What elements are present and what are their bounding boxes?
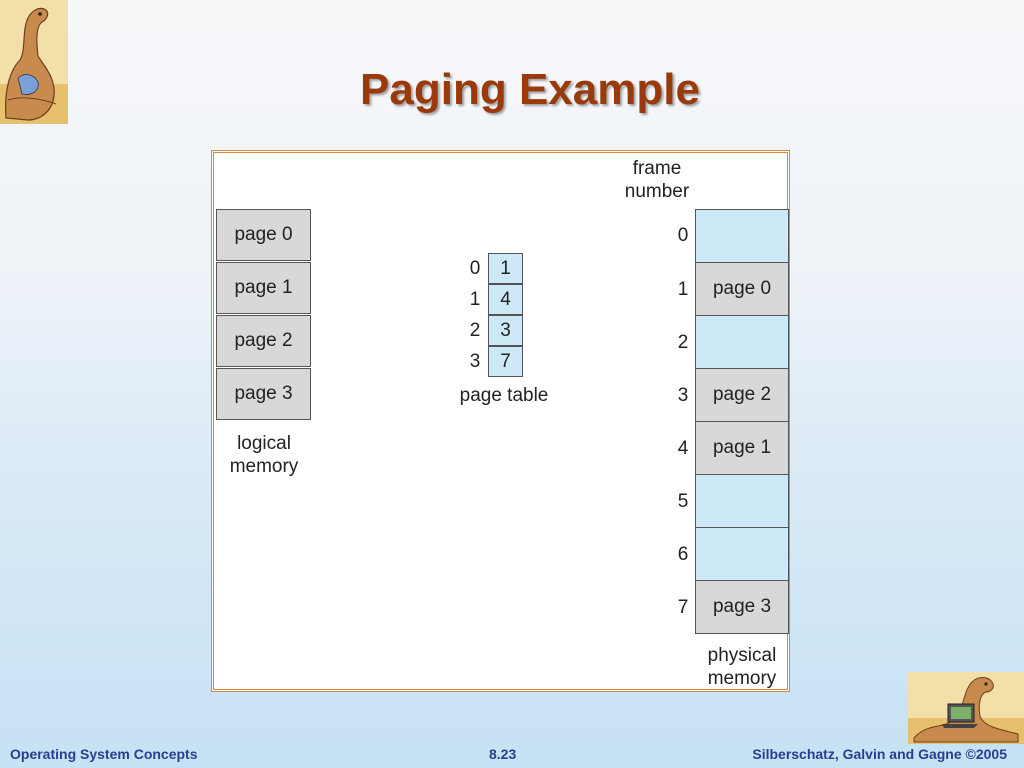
logical-memory-line2: memory	[229, 456, 299, 477]
frame-number-6: 6	[677, 544, 689, 565]
frame-number-line1: frame	[632, 158, 682, 179]
frame-number-7: 7	[677, 597, 689, 618]
physical-frame-5	[695, 474, 789, 528]
physical-frame-4: page 1	[695, 421, 789, 475]
footer-page-number: 8.23	[489, 746, 517, 762]
logical-page-0: page 0	[216, 209, 311, 261]
dinosaur-mascot-icon	[0, 0, 68, 124]
frame-number-line2: number	[624, 181, 690, 202]
page-table-entry-1: 4	[488, 284, 523, 315]
page-table-entry-0: 1	[488, 253, 523, 284]
frame-number-5: 5	[677, 491, 689, 512]
logical-page-1: page 1	[216, 262, 311, 314]
frame-number-1: 1	[677, 279, 689, 300]
physical-memory-line2: memory	[707, 668, 777, 689]
page-table-index-1: 1	[469, 288, 481, 310]
physical-frame-1: page 0	[695, 262, 789, 316]
logical-memory-label: logical memory	[214, 432, 314, 478]
dinosaur-laptop-icon	[908, 672, 1024, 744]
physical-frame-2	[695, 315, 789, 369]
frame-number-label: frame number	[602, 157, 712, 203]
page-table-index-3: 3	[469, 350, 481, 372]
physical-memory-label: physical memory	[692, 644, 792, 690]
footer-left: Operating System Concepts	[10, 746, 198, 762]
paging-diagram: frame number page 0 page 1 page 2 page 3…	[211, 150, 790, 692]
page-table-index-0: 0	[469, 257, 481, 279]
page-table-label: page table	[459, 385, 549, 406]
frame-number-2: 2	[677, 332, 689, 353]
logical-page-3: page 3	[216, 368, 311, 420]
frame-number-0: 0	[677, 225, 689, 246]
logical-page-2: page 2	[216, 315, 311, 367]
slide-title: Paging Example	[360, 65, 700, 115]
physical-memory-line1: physical	[707, 645, 777, 666]
footer-right: Silberschatz, Galvin and Gagne ©2005	[752, 746, 1007, 762]
page-table-entry-2: 3	[488, 315, 523, 346]
page-table-entry-3: 7	[488, 346, 523, 377]
logical-memory-line1: logical	[237, 433, 291, 454]
frame-number-3: 3	[677, 385, 689, 406]
physical-frame-7: page 3	[695, 580, 789, 634]
frame-number-4: 4	[677, 438, 689, 459]
page-table-index-2: 2	[469, 319, 481, 341]
physical-frame-0	[695, 209, 789, 263]
physical-frame-6	[695, 527, 789, 581]
physical-frame-3: page 2	[695, 368, 789, 422]
